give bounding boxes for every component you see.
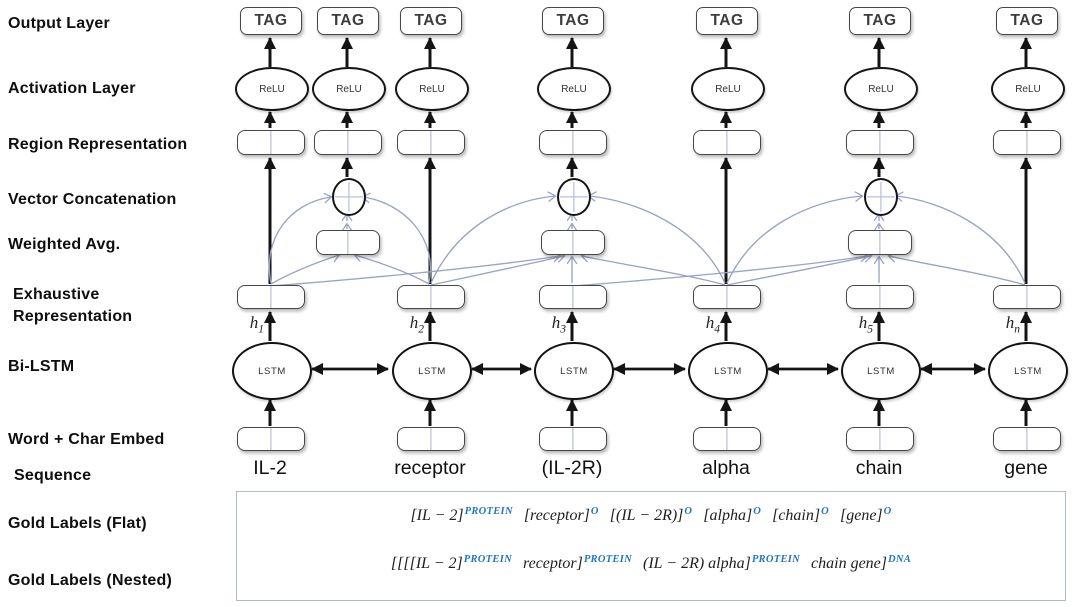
row-label-bi-lstm: Bi-LSTM: [8, 358, 75, 375]
region-representation-box: [993, 130, 1061, 155]
relu-node: ReLU: [691, 67, 765, 111]
region-representation-box: [397, 130, 465, 155]
sequence-word: receptor: [394, 457, 466, 479]
tag-box: TAG: [400, 7, 462, 35]
row-label-gold-labels-nested: Gold Labels (Nested): [8, 572, 173, 589]
relu-node: ReLU: [844, 67, 918, 111]
row-label-activation-layer: Activation Layer: [8, 80, 136, 97]
exhaustive-representation-box: [846, 285, 914, 309]
hidden-state-label: h5: [858, 313, 873, 336]
gold-labels-nested-line: [[[[IL − 2]PROTEIN receptor]PROTEIN (IL …: [237, 554, 1065, 573]
lstm-node: LSTM: [988, 342, 1068, 400]
relu-node: ReLU: [312, 67, 386, 111]
word-char-embed-box: [397, 427, 465, 451]
weighted-avg-box: [848, 230, 912, 255]
row-label-region-representation: Region Representation: [8, 136, 188, 153]
relu-node: ReLU: [235, 67, 309, 111]
sequence-word: chain: [855, 457, 903, 479]
exhaustive-representation-box: [993, 285, 1061, 309]
row-label-gold-labels-flat: Gold Labels (Flat): [8, 515, 147, 532]
sequence-word: alpha: [702, 457, 750, 479]
weighted-avg-box: [316, 230, 380, 255]
sequence-word: IL-2: [253, 457, 287, 479]
vector-concatenation-node: [557, 178, 591, 216]
lstm-node: LSTM: [232, 342, 312, 400]
gold-flat-segment: [(IL − 2R)]O: [609, 506, 693, 525]
region-representation-box: [539, 130, 607, 155]
gold-nested-segment: [[[[IL − 2]PROTEIN: [390, 554, 512, 573]
tag-box: TAG: [240, 7, 302, 35]
tag-box: TAG: [317, 7, 379, 35]
word-char-embed-box: [237, 427, 305, 451]
hidden-state-label: h1: [249, 313, 264, 336]
row-label-weighted-avg: Weighted Avg.: [8, 236, 121, 253]
gold-nested-segment: (IL − 2R) alpha]PROTEIN: [643, 554, 801, 573]
gold-labels-box: [IL − 2]PROTEIN [receptor]O [(IL − 2R)]O…: [236, 491, 1066, 601]
tag-box: TAG: [849, 7, 911, 35]
exhaustive-representation-box: [693, 285, 761, 309]
tag-box: TAG: [542, 7, 604, 35]
relu-node: ReLU: [537, 67, 611, 111]
region-representation-box: [237, 130, 305, 155]
hidden-state-label: h4: [705, 313, 720, 336]
relu-node: ReLU: [991, 67, 1065, 111]
gold-flat-segment: [receptor]O: [523, 506, 599, 525]
lstm-node: LSTM: [841, 342, 921, 400]
tag-box: TAG: [996, 7, 1058, 35]
tag-box: TAG: [696, 7, 758, 35]
word-char-embed-box: [993, 427, 1061, 451]
gold-flat-segment: [gene]O: [839, 506, 892, 525]
row-label-exhaustive-representation: Exhaustive Representation: [13, 286, 133, 325]
hidden-state-label: hn: [1005, 313, 1020, 336]
exhaustive-representation-box: [237, 285, 305, 309]
vector-concatenation-node: [332, 178, 366, 216]
row-label-output-layer: Output Layer: [8, 15, 110, 32]
row-label-sequence: Sequence: [14, 467, 92, 484]
relu-node: ReLU: [395, 67, 469, 111]
word-char-embed-box: [539, 427, 607, 451]
exhaustive-representation-box: [539, 285, 607, 309]
gold-nested-segment: receptor]PROTEIN: [522, 554, 632, 573]
row-label-word-char-embed: Word + Char Embed: [8, 431, 165, 448]
word-char-embed-box: [846, 427, 914, 451]
lstm-node: LSTM: [392, 342, 472, 400]
lstm-node: LSTM: [688, 342, 768, 400]
gold-labels-flat-line: [IL − 2]PROTEIN [receptor]O [(IL − 2R)]O…: [237, 506, 1065, 525]
lstm-node: LSTM: [534, 342, 614, 400]
weighted-avg-box: [541, 230, 605, 255]
gold-flat-segment: [IL − 2]PROTEIN: [410, 506, 513, 525]
region-representation-box: [846, 130, 914, 155]
region-representation-box: [693, 130, 761, 155]
sequence-word: (IL-2R): [541, 457, 603, 479]
hidden-state-label: h2: [409, 313, 424, 336]
region-representation-box: [314, 130, 382, 155]
word-char-embed-box: [693, 427, 761, 451]
gold-flat-segment: [chain]O: [772, 506, 829, 525]
gold-nested-segment: chain gene]DNA: [811, 554, 912, 573]
hidden-state-label: h3: [551, 313, 566, 336]
sequence-word: gene: [1004, 457, 1048, 479]
vector-concatenation-node: [864, 178, 898, 216]
gold-flat-segment: [alpha]O: [703, 506, 762, 525]
row-label-vector-concatenation: Vector Concatenation: [8, 191, 177, 208]
exhaustive-representation-box: [397, 285, 465, 309]
